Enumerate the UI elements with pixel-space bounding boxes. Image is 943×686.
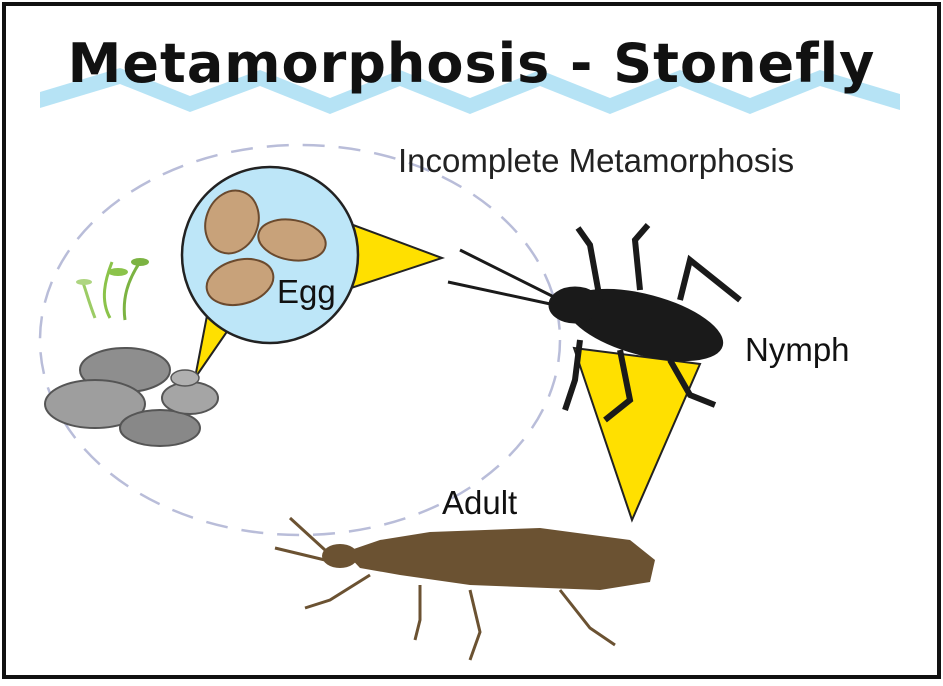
- stage-label-adult: Adult: [442, 484, 517, 522]
- subtitle: Incomplete Metamorphosis: [398, 142, 794, 180]
- page-title: Metamorphosis - Stonefly: [0, 32, 943, 95]
- egg-circle: [182, 167, 358, 343]
- stage-label-egg: Egg: [277, 273, 336, 311]
- stage-label-nymph: Nymph: [745, 331, 850, 369]
